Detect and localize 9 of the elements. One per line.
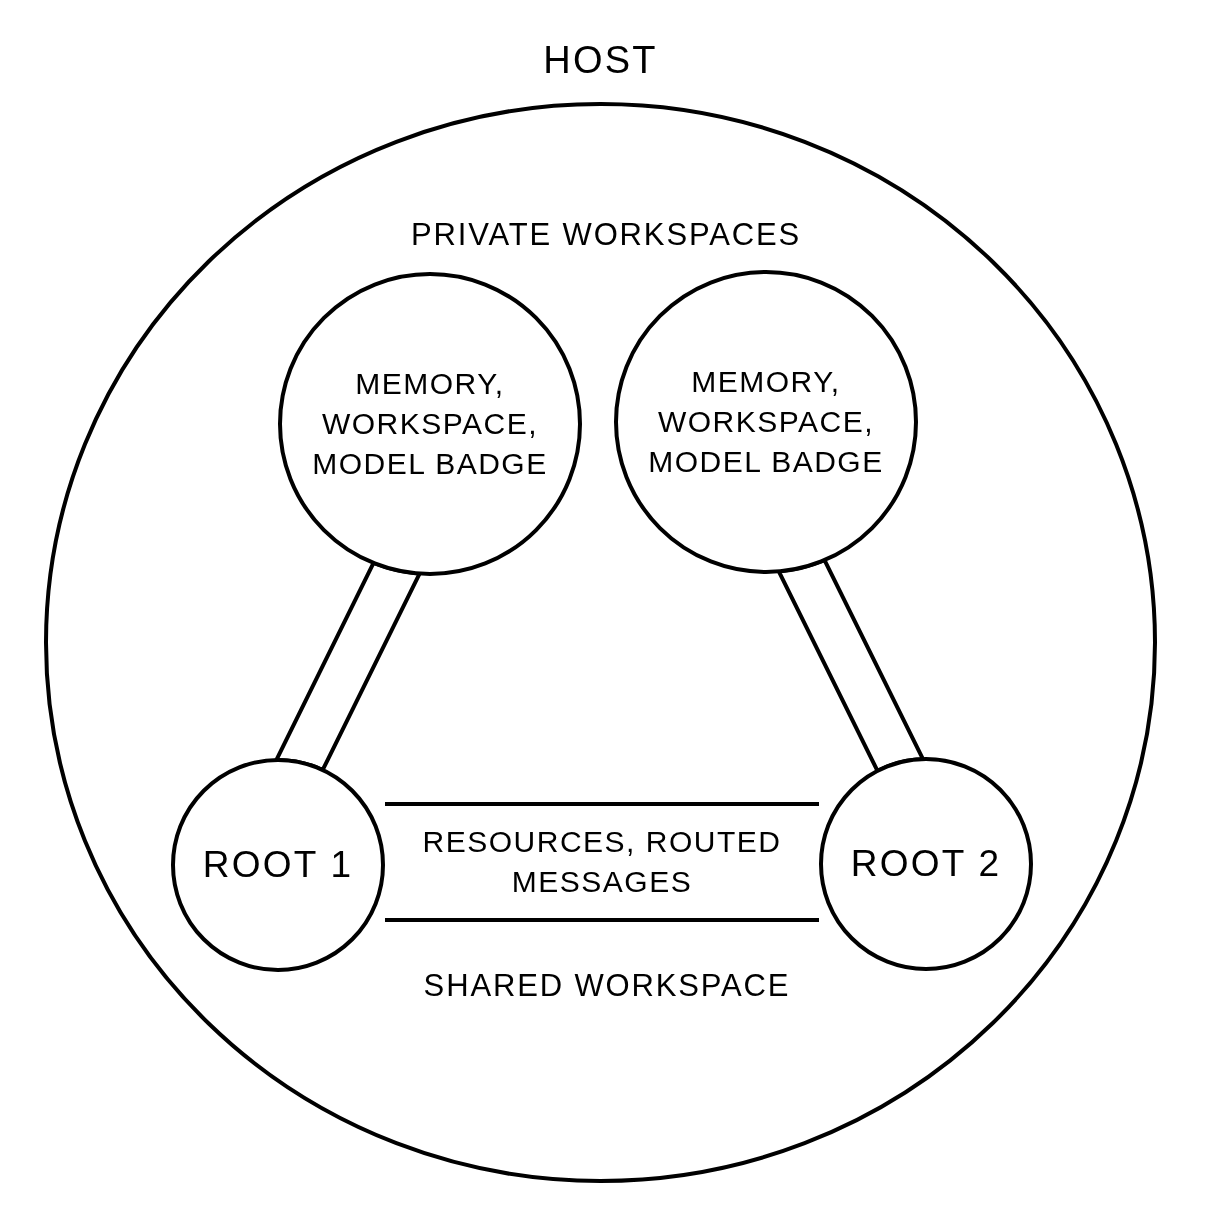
workspace-label: MEMORY, WORKSPACE, MODEL BADGE bbox=[647, 364, 885, 480]
band-label: RESOURCES, ROUTED MESSAGES bbox=[421, 824, 783, 900]
host-title: HOST bbox=[543, 38, 658, 83]
section-heading: PRIVATE WORKSPACES bbox=[411, 216, 801, 254]
root-label: ROOT 1 bbox=[202, 843, 354, 887]
shared-band bbox=[385, 802, 819, 922]
workspace-label: MEMORY, WORKSPACE, MODEL BADGE bbox=[311, 366, 549, 482]
section-caption: SHARED WORKSPACE bbox=[423, 967, 791, 1005]
root-label: ROOT 2 bbox=[850, 842, 1002, 886]
